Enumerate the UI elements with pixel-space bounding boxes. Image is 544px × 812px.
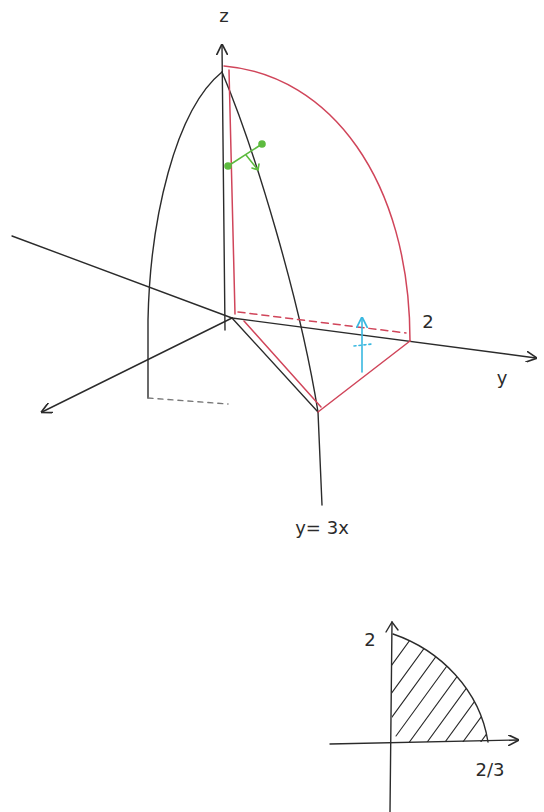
- point-dot: [225, 163, 231, 169]
- axis-line: [12, 236, 232, 318]
- region-edge: [244, 321, 321, 407]
- region-edge: [224, 66, 410, 341]
- axis-tick: [386, 622, 398, 632]
- region-edge: [318, 341, 410, 412]
- region-edge-hidden: [238, 312, 406, 333]
- z-axis: [222, 45, 225, 330]
- surface-normal-mark: [228, 144, 262, 166]
- tick-mark: [354, 344, 372, 346]
- axis-label: y= 3x: [293, 517, 351, 539]
- axis-label: 2: [362, 629, 377, 651]
- region-edge: [229, 70, 235, 314]
- x-axis: [42, 318, 232, 412]
- normal-arrow: [246, 155, 259, 170]
- boundary-curve: [393, 634, 488, 742]
- horizontal-axis: [330, 740, 518, 744]
- vertical-axis: [390, 622, 392, 812]
- axis-label: 2: [420, 311, 435, 333]
- hatching: [362, 596, 536, 776]
- point-dot: [259, 141, 265, 147]
- hidden-edge: [148, 398, 228, 404]
- intersection-curve: [222, 72, 318, 412]
- axis-label: z: [217, 5, 230, 27]
- y-axis: [232, 318, 536, 358]
- axis-label: 2/3: [474, 759, 507, 781]
- plane-trace-line: [232, 318, 322, 505]
- axis-label: y: [495, 367, 510, 389]
- sphere-outline: [148, 72, 222, 398]
